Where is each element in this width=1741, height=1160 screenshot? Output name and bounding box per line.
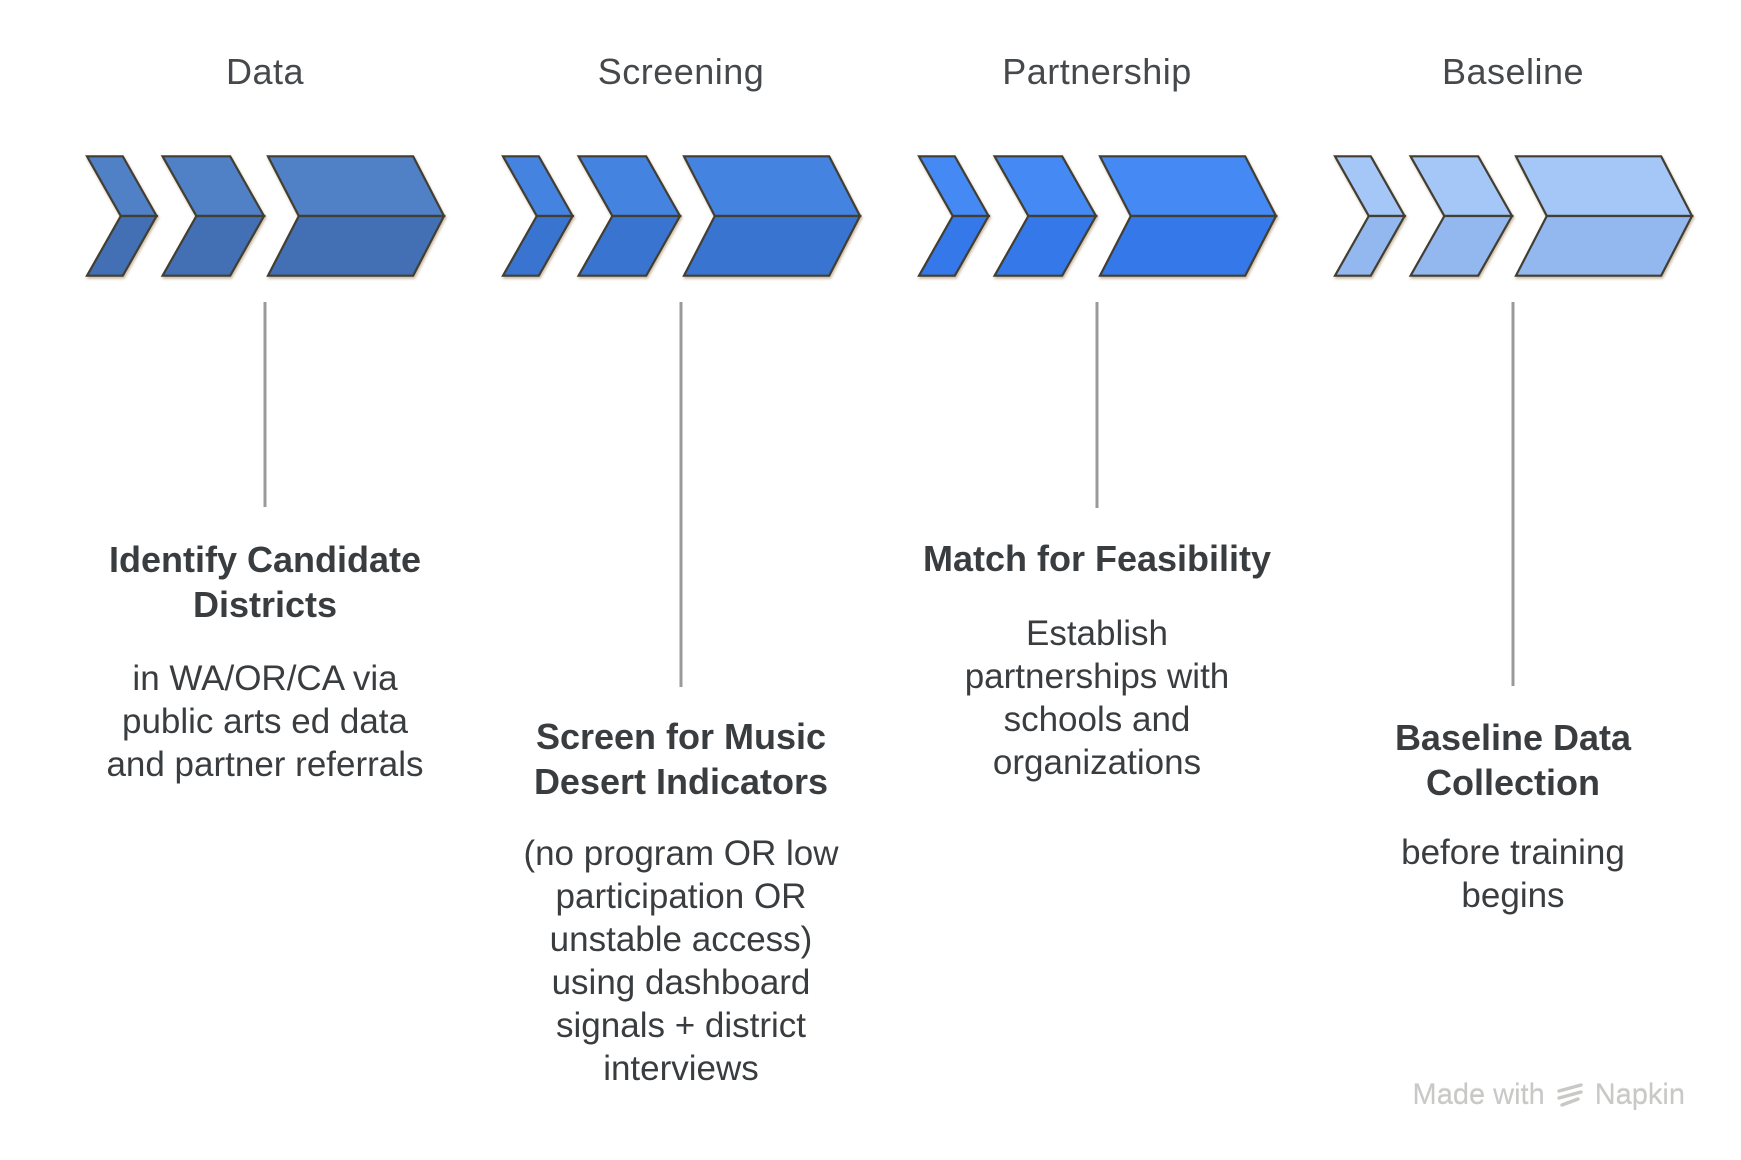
heading-line: Screen for Music	[535, 716, 827, 757]
body-line: in WA/OR/CA via	[132, 659, 398, 698]
body-line: begins	[1461, 876, 1565, 915]
stage-label: Screening	[597, 51, 765, 92]
heading-line: Desert Indicators	[533, 761, 829, 802]
body-line: public arts ed data	[121, 702, 408, 741]
body-line: schools and	[1003, 700, 1191, 739]
watermark-brand: Napkin	[1594, 1079, 1685, 1111]
watermark: Made with Napkin	[1413, 1079, 1685, 1112]
watermark-prefix: Made with	[1412, 1079, 1545, 1111]
stage-heading: Match for Feasibility	[907, 536, 1287, 581]
body-line: Establish	[1025, 614, 1169, 653]
triple-chevron-right-icon	[501, 155, 862, 277]
body-line: unstable access)	[549, 920, 813, 959]
heading-line: Baseline Data	[1394, 717, 1632, 758]
stage-heading: Screen for Music Desert Indicators	[491, 714, 871, 804]
body-line: and partner referrals	[106, 745, 424, 784]
connector-line	[679, 302, 683, 687]
body-line: (no program OR low	[523, 834, 839, 873]
connector-line	[1511, 302, 1515, 686]
stage-column-screening: Screening Screen for Music Desert Indica…	[491, 0, 871, 1160]
body-line: interviews	[603, 1049, 759, 1088]
stage-heading: Identify Candidate Districts	[75, 537, 455, 627]
body-line: using dashboard	[551, 963, 811, 1002]
triple-chevron-right-icon	[917, 155, 1278, 277]
stage-label: Partnership	[1002, 51, 1192, 92]
heading-line: Collection	[1425, 762, 1600, 803]
stage-column-baseline: Baseline Baseline Data Collection before…	[1323, 0, 1703, 1160]
body-line: organizations	[992, 743, 1202, 782]
stage-heading: Baseline Data Collection	[1323, 715, 1703, 805]
connector-line	[1095, 302, 1099, 508]
heading-line: Match for Feasibility	[922, 538, 1272, 579]
triple-chevron-right-icon	[85, 155, 446, 277]
stage-description: (no program OR low participation OR unst…	[491, 832, 871, 1090]
heading-line: Identify Candidate	[108, 539, 422, 580]
body-line: before training	[1401, 833, 1625, 872]
heading-line: Districts	[192, 584, 338, 625]
body-line: signals + district	[556, 1006, 806, 1045]
stage-column-data: Data Identify Candidate Districts in WA/…	[75, 0, 455, 1160]
triple-chevron-right-icon	[1333, 155, 1694, 277]
stage-column-partnership: Partnership Match for Feasibility Establ…	[907, 0, 1287, 1160]
stage-description: before training begins	[1323, 831, 1703, 917]
stage-label: Baseline	[1441, 51, 1585, 92]
body-line: partnerships with	[964, 657, 1230, 696]
body-line: participation OR	[555, 877, 807, 916]
napkin-logo-icon	[1557, 1082, 1583, 1107]
stage-description: Establish partnerships with schools and …	[907, 612, 1287, 784]
stage-description: in WA/OR/CA via public arts ed data and …	[75, 657, 455, 786]
stage-label: Data	[225, 51, 305, 92]
connector-line	[263, 302, 267, 507]
